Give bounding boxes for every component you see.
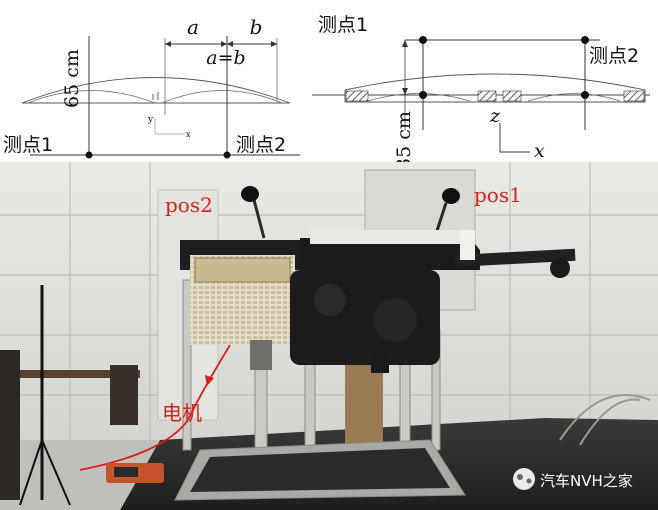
point1-marker — [85, 151, 93, 159]
dim-b-label: b — [250, 15, 263, 39]
svg-text:y: y — [147, 115, 154, 125]
watermark: 汽车NVH之家 — [513, 468, 633, 490]
point2-marker — [223, 151, 231, 159]
top-right-diagram: z x 测点1 测点2 35 cm — [312, 14, 650, 170]
point1-label: 测点1 — [3, 134, 53, 156]
point2-label-right: 测点2 — [589, 45, 639, 67]
top-left-diagram: y x a b a=b 65 cm 测点1 测点2 — [3, 15, 300, 159]
point1-lower-marker — [419, 91, 427, 99]
motor-arrow-icon — [205, 375, 214, 386]
hvac-unit — [180, 230, 576, 373]
svg-text:x: x — [186, 130, 191, 139]
axis-x-label: x — [534, 140, 545, 162]
point2-lower-marker — [581, 91, 589, 99]
lab-photo: pos2 pos1 电机 汽车NVH之家 — [0, 162, 658, 510]
dim-a-label: a — [187, 15, 199, 39]
point2-upper-marker — [581, 36, 589, 44]
point1-label-right: 测点1 — [318, 14, 368, 36]
axis-z-label: z — [489, 105, 501, 127]
point2-label: 测点2 — [236, 134, 286, 156]
microphone-pos2 — [241, 186, 259, 202]
motor-label: 电机 — [162, 401, 202, 425]
microphone-pos1 — [442, 188, 460, 204]
watermark-text: 汽车NVH之家 — [540, 472, 633, 490]
pos1-label: pos1 — [474, 183, 522, 207]
height-35cm-label: 35 cm — [393, 111, 415, 170]
pos2-label: pos2 — [165, 193, 213, 217]
point1-upper-marker — [419, 36, 427, 44]
height-65cm-label: 65 cm — [61, 49, 83, 108]
dim-equality-label: a=b — [206, 47, 245, 69]
